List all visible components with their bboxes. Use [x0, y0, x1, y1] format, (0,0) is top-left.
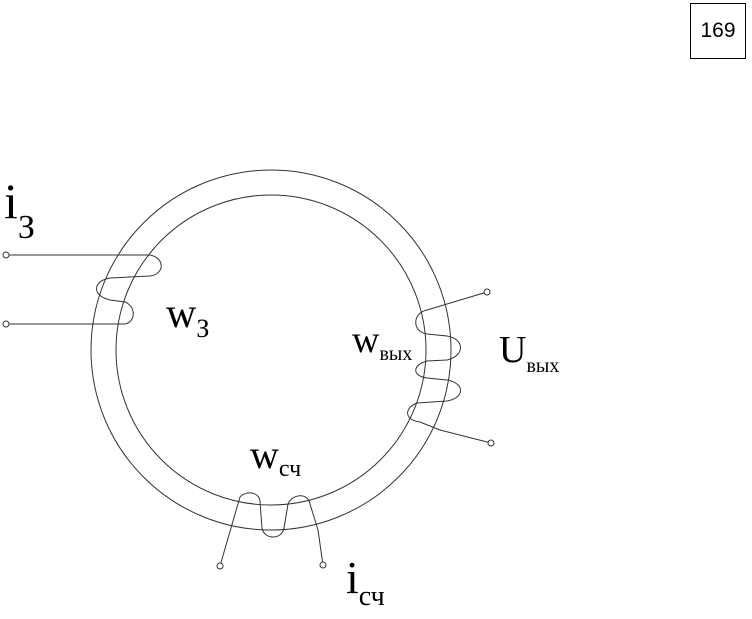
terminal-i3-top[interactable] [2, 251, 10, 259]
label-i3-main: i [4, 173, 18, 229]
terminal-i3-bottom[interactable] [2, 320, 10, 328]
page-number: 169 [690, 3, 746, 59]
winding-wout [407, 291, 492, 444]
winding-wsch [219, 492, 324, 567]
label-uout-main: U [499, 329, 526, 371]
terminal-uout-bottom[interactable] [487, 439, 495, 447]
label-i3: iЗ [4, 173, 35, 246]
terminal-isch-left[interactable] [216, 562, 224, 570]
core-outer-ring [90, 169, 452, 531]
label-uout-sub: вых [526, 355, 559, 377]
label-w3-main: w [166, 291, 197, 337]
lead-isch-left [219, 496, 241, 567]
label-wsch-main: w [250, 432, 279, 477]
label-isch-main: i [346, 552, 359, 603]
core-inner-ring [115, 194, 427, 506]
label-i3-sub: З [18, 209, 35, 246]
label-wout: wвых [352, 319, 412, 365]
label-wout-sub: вых [379, 343, 412, 365]
label-uout: Uвых [499, 329, 559, 377]
winding-w3 [6, 254, 162, 325]
label-wsch-sub: сч [279, 456, 301, 482]
label-isch: iсч [346, 552, 385, 612]
label-isch-sub: сч [359, 581, 385, 612]
lead-isch-right [317, 529, 324, 566]
label-w3-sub: З [196, 314, 209, 343]
terminal-uout-top[interactable] [483, 288, 491, 296]
lead-uout-bottom [439, 429, 492, 444]
label-wout-main: w [352, 319, 380, 361]
lead-uout-top [426, 291, 488, 311]
terminal-isch-right[interactable] [319, 561, 327, 569]
label-wsch: wсч [250, 432, 301, 482]
label-w3: wЗ [166, 291, 209, 343]
